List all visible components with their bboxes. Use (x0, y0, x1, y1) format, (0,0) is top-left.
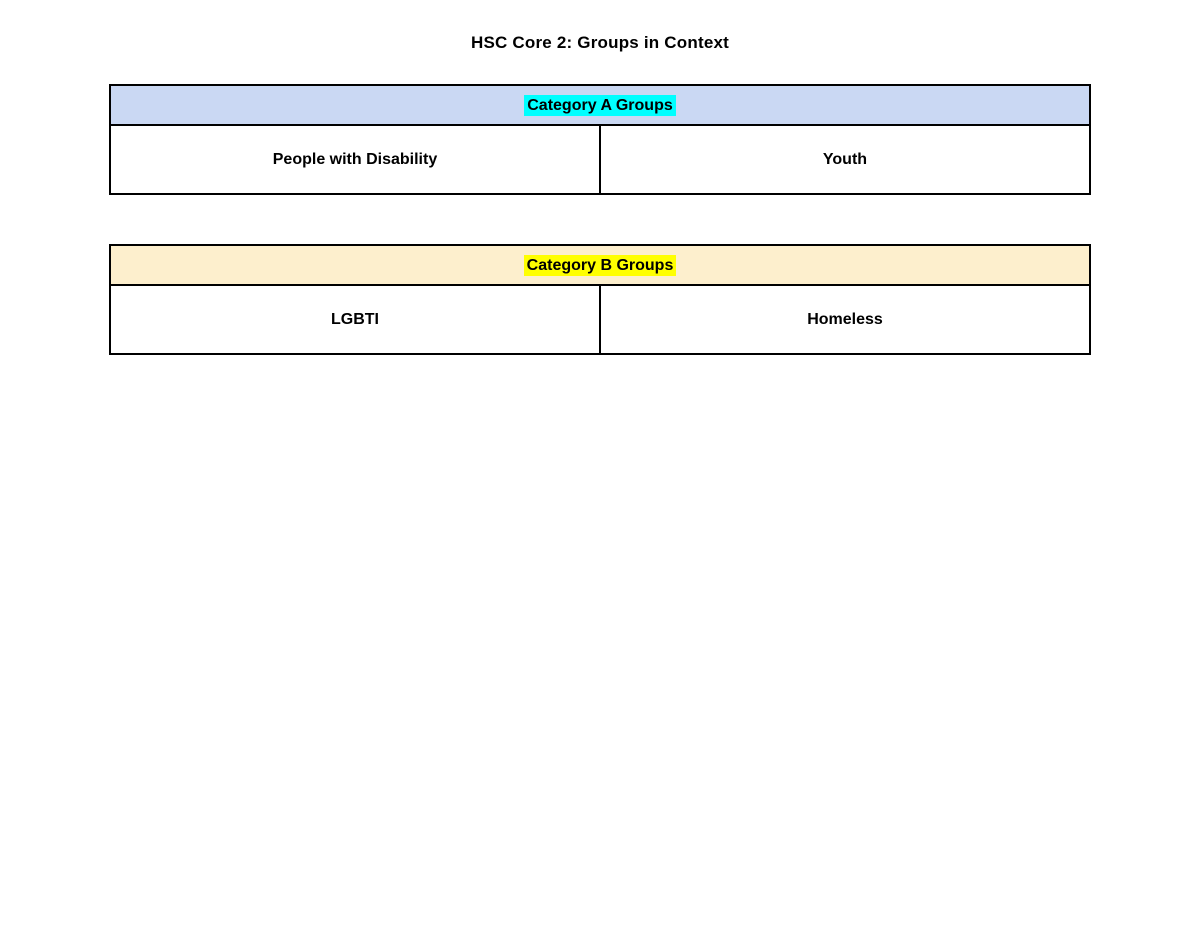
cell-people-with-disability: People with Disability (109, 124, 601, 195)
cell-youth: Youth (599, 124, 1091, 195)
category-b-header-row: Category B Groups (109, 244, 1091, 286)
category-b-header-cell: Category B Groups (109, 244, 1091, 286)
category-a-table: Category A Groups People with Disability… (109, 84, 1091, 195)
category-b-table: Category B Groups LGBTI Homeless (109, 244, 1091, 355)
category-a-body-row: People with Disability Youth (109, 124, 1091, 195)
category-b-header-highlight: Category B Groups (523, 254, 677, 276)
category-a-header-cell: Category A Groups (109, 84, 1091, 126)
cell-homeless: Homeless (599, 284, 1091, 355)
category-b-body-row: LGBTI Homeless (109, 284, 1091, 355)
category-a-header-highlight: Category A Groups (524, 94, 676, 116)
category-a-header-row: Category A Groups (109, 84, 1091, 126)
page-title: HSC Core 2: Groups in Context (471, 33, 729, 52)
cell-lgbti: LGBTI (109, 284, 601, 355)
